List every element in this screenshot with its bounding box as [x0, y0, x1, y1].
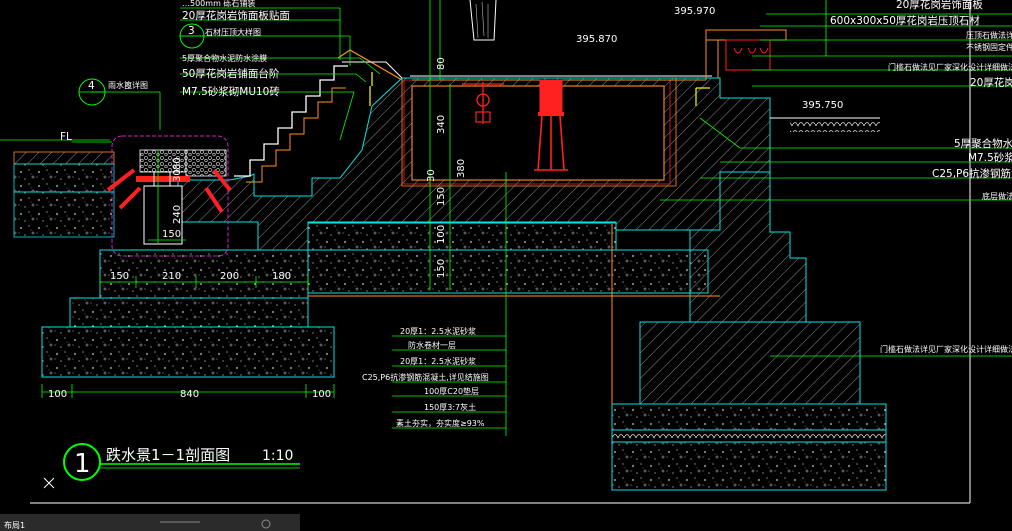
fl-label: FL [60, 131, 72, 143]
layer-note-4: 100厚C20垫层 [424, 386, 479, 396]
note-right-3: 底层做法 [982, 191, 1012, 201]
note-right-2: C25,P6抗渗钢筋混凝土 [932, 167, 1012, 180]
dim-slab-150: 150 [436, 187, 447, 206]
dim-width-2: 200 [220, 271, 239, 282]
detail-bubble-top: 3 [179, 23, 205, 49]
elev-right-ground: 395.750 [802, 100, 843, 111]
layer-note-3: C25,P6抗渗钢筋混凝土,详见结施图 [362, 372, 489, 382]
dim-pool-380: 380 [456, 159, 467, 178]
dim-base-150: 150 [436, 259, 447, 278]
dim-drain-80: 80 [172, 157, 183, 170]
pump-assembly [462, 0, 568, 171]
layout-tab-strip[interactable]: 布局1 [0, 514, 300, 531]
annotations: …500mm 砾石铺装 20厚花岗岩饰面板贴面 石材压顶大样图 5厚聚合物水泥防… [48, 0, 1012, 428]
note-top-left-5: M7.5砂浆砌MU10砖 [182, 85, 280, 98]
note-top-left-4: 50厚花岗岩铺面台阶 [182, 67, 280, 80]
elev-water: 395.870 [576, 34, 617, 45]
bubble-left-number: 4 [88, 80, 95, 92]
layer-note-0: 20厚1：2.5水泥砂浆 [400, 326, 476, 336]
bubble-left-text: 雨水篦详图 [108, 80, 148, 90]
dim-drain-150: 150 [162, 229, 181, 240]
note-top-right-1: 600x300x50厚花岗岩压顶石材 [830, 14, 980, 27]
elev-top-right: 395.970 [674, 6, 715, 17]
nozzle-icon [462, 82, 504, 124]
dim-pool-80: 80 [436, 57, 447, 70]
ucs-cross-icon [43, 477, 55, 489]
bubble-top-number: 3 [188, 25, 195, 37]
dim-pool-340: 340 [436, 115, 447, 134]
layer-note-2: 20厚1：2.5水泥砂浆 [400, 356, 476, 366]
dim-bottom-0: 100 [48, 389, 67, 400]
leader-lines [72, 0, 1012, 436]
dim-width-0: 150 [110, 271, 129, 282]
left-ground [0, 139, 115, 238]
note-top-right-4: 门槛石做法见厂家深化设计详细做法 [888, 62, 1012, 72]
layout-tab[interactable]: 布局1 [4, 520, 25, 530]
foundation-layers [41, 171, 887, 491]
dim-drain-240: 240 [172, 205, 183, 224]
layer-note-6: 素土夯实，夯实度≥93% [396, 418, 485, 428]
note-right-1: M7.5砂浆砌MU10砖 [968, 151, 1012, 164]
note-top-right-2: 压顶石做法详见 [966, 30, 1012, 40]
dim-bottom-2: 100 [312, 389, 331, 400]
dimension-lines [41, 84, 451, 398]
note-top-left-2: 石材压顶大样图 [205, 27, 261, 37]
note-top-right-3: 不锈钢固定件 [966, 42, 1012, 52]
note-top-left-3: 5厚聚合物水泥防水涂膜 [182, 53, 267, 63]
dim-slab-30: 30 [426, 169, 437, 182]
sheet-frame [30, 0, 971, 504]
note-top-left-0: …500mm 砾石铺装 [182, 0, 255, 8]
drain-detail [106, 135, 232, 257]
note-top-right-0: 20厚花岗岩饰面板 [896, 0, 983, 11]
note-top-left-1: 20厚花岗岩饰面板贴面 [182, 9, 290, 22]
dim-base-100: 100 [436, 225, 447, 244]
dim-bottom-1: 840 [180, 389, 199, 400]
drawing-scale: 1:10 [262, 448, 293, 464]
layer-note-1: 防水卷材一层 [408, 340, 456, 350]
note-top-right-5: 20厚花岗岩饰面板 [970, 76, 1012, 89]
layer-note-5: 150厚3:7灰土 [424, 402, 476, 412]
section-number: 1 [74, 449, 91, 479]
drawing-title-block: 1 跌水景1－1剖面图 1:10 [43, 443, 300, 489]
dim-width-3: 180 [272, 271, 291, 282]
dim-drain-30: 30 [172, 169, 183, 182]
pool-structure [177, 29, 880, 251]
note-right-0: 5厚聚合物水泥防水涂膜 [954, 137, 1012, 150]
drawing-title: 跌水景1－1剖面图 [106, 446, 230, 464]
detail-bubble-left: 4 [78, 78, 106, 106]
note-right-lower: 门槛石做法详见厂家深化设计详细做法 [880, 344, 1012, 354]
dim-width-1: 210 [162, 271, 181, 282]
tree-trunk-icon [469, 0, 497, 41]
